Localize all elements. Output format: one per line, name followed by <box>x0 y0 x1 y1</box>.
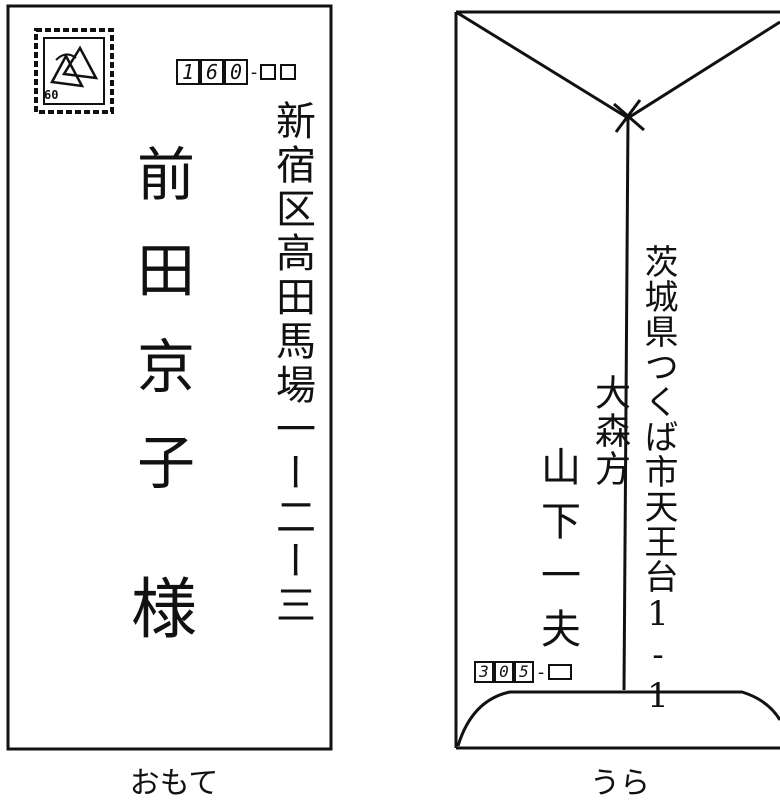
postal-digit-1: 1 <box>176 59 200 85</box>
stamp-value: 60 <box>44 88 59 102</box>
front-address: 新宿区高田馬場一ー二ー三 <box>269 100 315 628</box>
stamp <box>34 28 114 114</box>
back-envelope <box>454 10 780 750</box>
bottom-flap <box>456 690 780 747</box>
front-caption: おもて <box>129 766 219 801</box>
recipient-name: 前田京子 <box>127 144 195 528</box>
back-postal-digit-3: 5 <box>514 661 534 683</box>
back-caption: うら <box>590 766 650 801</box>
sender-name: 山下一夫 <box>534 446 580 662</box>
back-postal-code: 3 0 5 - <box>474 660 572 684</box>
back-postal-digit-2: 0 <box>494 661 514 683</box>
postal-separator: - <box>248 61 260 83</box>
front-postal-code: 1 6 0 - <box>176 58 296 86</box>
seal-mark <box>613 99 645 133</box>
care-of: 大森方 <box>589 374 630 488</box>
back-postal-blank <box>548 664 572 680</box>
postal-digit-2: 6 <box>200 59 224 85</box>
back-address: 茨城県つくば市天王台1-1 <box>638 244 678 717</box>
flap-v <box>455 10 780 120</box>
back-postal-digit-1: 3 <box>474 661 494 683</box>
back-postal-separator: - <box>535 661 547 683</box>
postal-blank-2 <box>280 64 296 80</box>
postal-blank-1 <box>260 64 276 80</box>
honorific: 様 <box>120 574 197 640</box>
center-seam <box>622 117 630 691</box>
front-envelope-outline <box>6 4 333 751</box>
postal-digit-3: 0 <box>224 59 248 85</box>
